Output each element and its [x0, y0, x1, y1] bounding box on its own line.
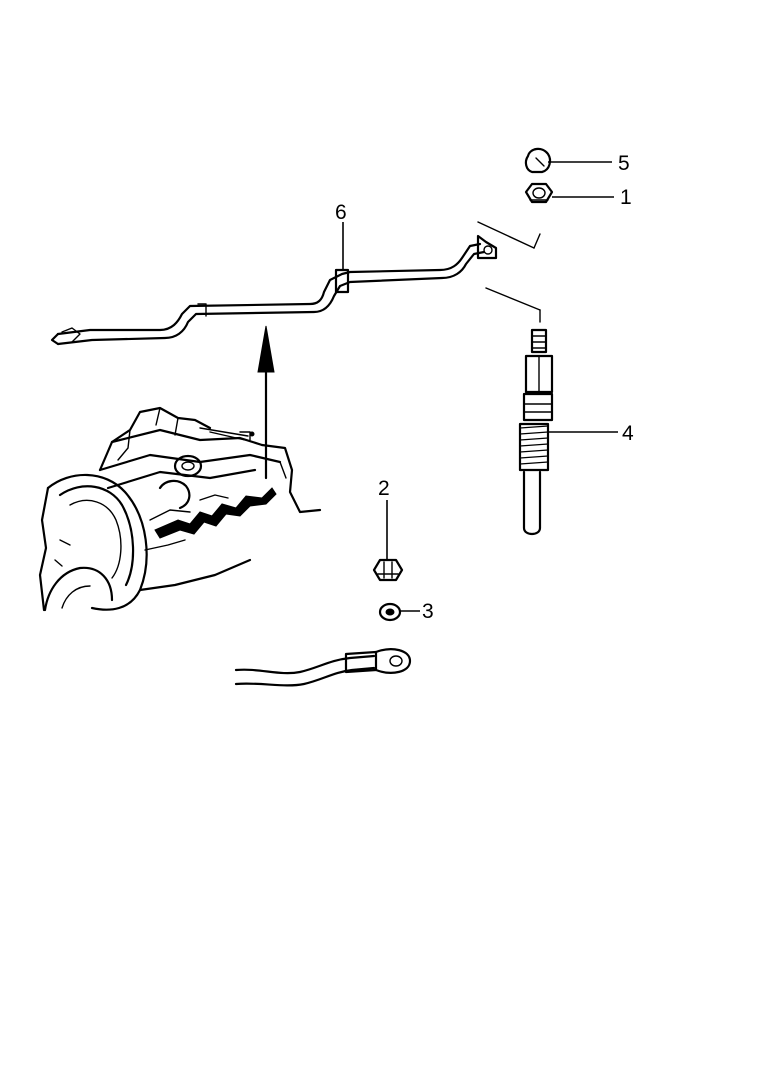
- cap-part: [524, 147, 552, 174]
- nut-part-2: [372, 558, 404, 582]
- callout-4: 4: [548, 422, 634, 445]
- callout-5-label: 5: [618, 152, 630, 175]
- connector-bar: [50, 234, 498, 346]
- callout-6-label: 6: [335, 201, 347, 224]
- callout-6: 6: [335, 201, 347, 270]
- callout-3: 3: [400, 600, 434, 623]
- assembly-guide-lines: [477, 221, 541, 323]
- glow-plug: [518, 328, 554, 536]
- callout-1-label: 1: [620, 186, 632, 209]
- callout-4-label: 4: [622, 422, 634, 445]
- nut-part-1: [524, 182, 554, 204]
- callout-1: 1: [552, 186, 632, 209]
- callout-2-label: 2: [378, 477, 390, 500]
- callout-3-label: 3: [422, 600, 434, 623]
- install-direction-arrow: [257, 325, 275, 480]
- washer-part-3: [378, 602, 402, 622]
- callout-5: 5: [548, 152, 630, 175]
- callout-2: 2: [378, 477, 390, 560]
- engine-block: [38, 406, 322, 612]
- cable-with-terminal: [234, 648, 412, 687]
